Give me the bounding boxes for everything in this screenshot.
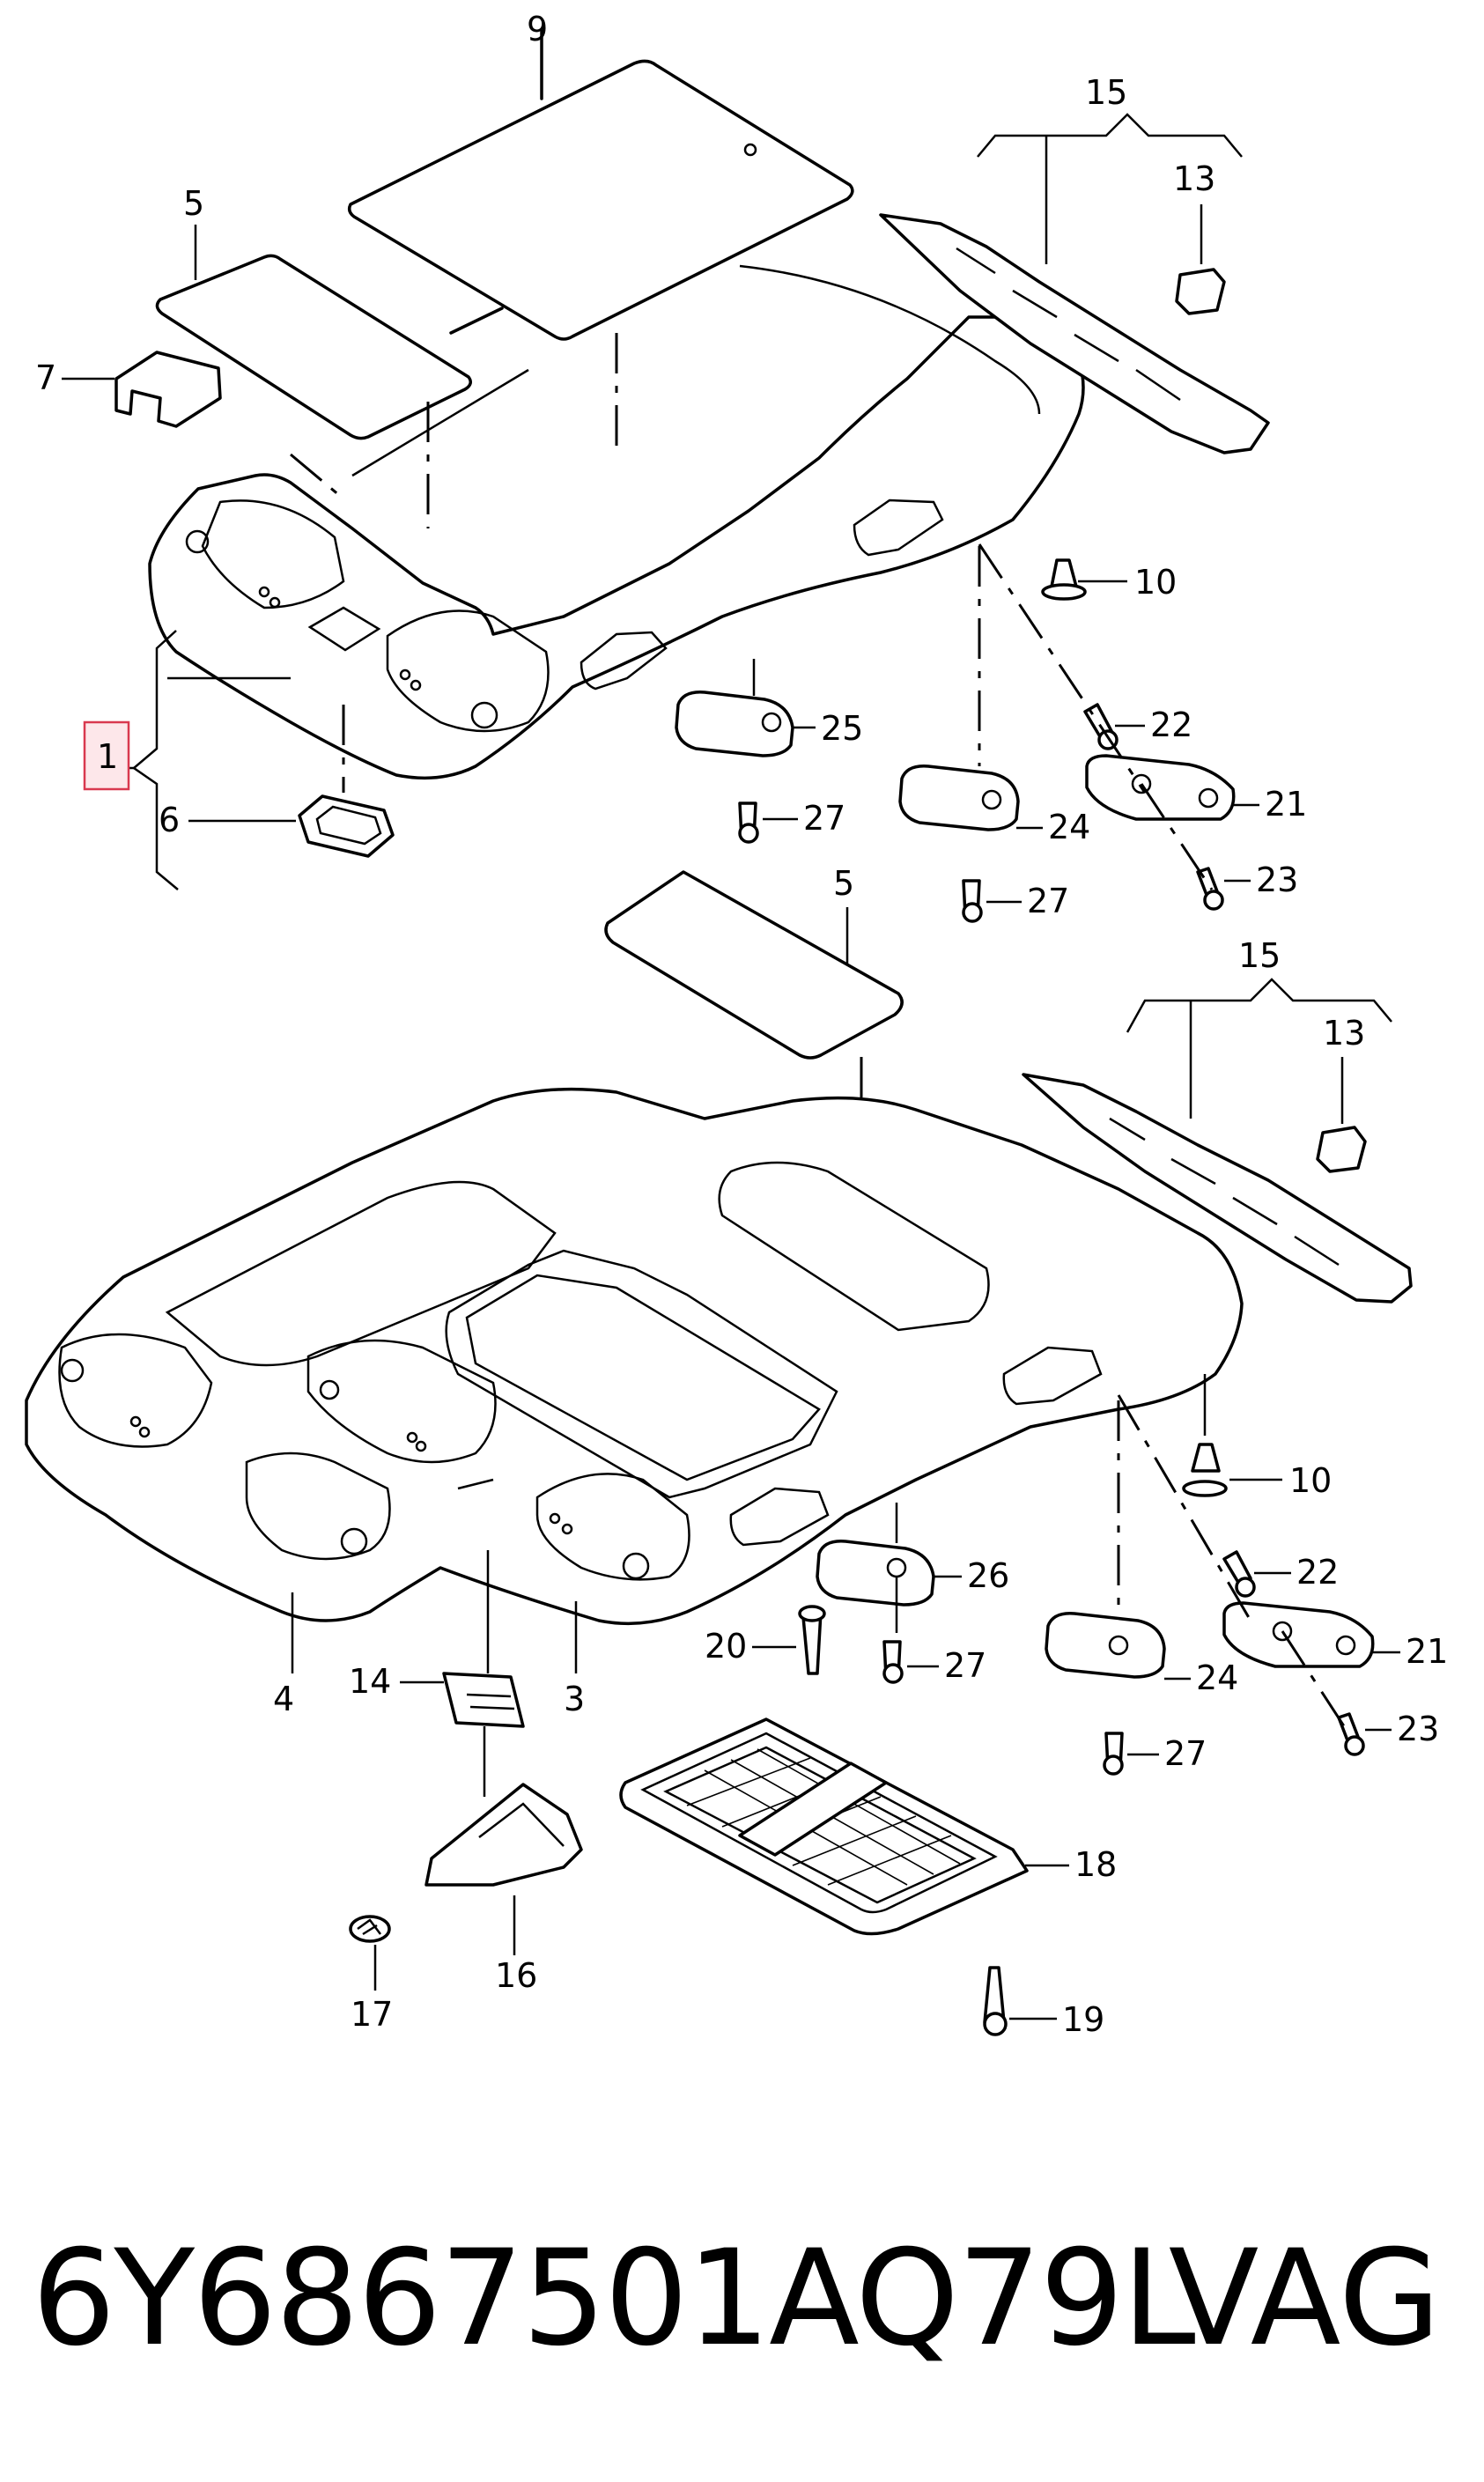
callout-27-c: 27 — [944, 1646, 986, 1685]
part-9-panel — [347, 59, 854, 341]
part-25-grab-handle — [675, 691, 794, 757]
callout-27-d: 27 — [1164, 1734, 1207, 1773]
part-7-bracket — [114, 351, 222, 428]
part-5-pad-lower — [604, 870, 904, 1060]
part-number-footer: 6Y6867501AQ79L VAG — [32, 2220, 1458, 2378]
callout-16: 16 — [495, 1956, 537, 1995]
callout-23-upper: 23 — [1256, 861, 1298, 899]
callout-23-lower: 23 — [1397, 1710, 1439, 1748]
callout-1: 1 — [97, 737, 118, 776]
part-15-rail-lower — [1022, 1073, 1413, 1304]
callout-labels: 1 9 5 7 6 15 13 10 25 22 27 21 24 23 27 … — [35, 10, 1448, 2039]
upper-assembly — [62, 29, 1270, 923]
callout-10-lower: 10 — [1289, 1461, 1332, 1500]
part-18-storage-net — [619, 1717, 1029, 1936]
callout-14: 14 — [349, 1662, 391, 1701]
part-5-pad-upper — [155, 254, 472, 440]
part-10-fastener-upper — [1050, 558, 1078, 588]
callout-18: 18 — [1074, 1845, 1117, 1884]
part-16-cover — [425, 1783, 583, 1887]
callout-27-a: 27 — [803, 799, 845, 838]
callout-7: 7 — [35, 358, 56, 397]
callout-10-upper: 10 — [1134, 563, 1177, 602]
callout-5-lower: 5 — [833, 864, 854, 903]
callout-21-upper: 21 — [1265, 785, 1307, 824]
highlight-box — [83, 720, 130, 791]
part-13-clip-upper — [1175, 268, 1226, 315]
part-21-bracket-upper — [1085, 754, 1236, 821]
part-13-clip-lower — [1316, 1126, 1367, 1173]
part-1-headliner-upper — [148, 315, 1085, 780]
callout-27-b: 27 — [1027, 882, 1069, 920]
callout-3: 3 — [564, 1680, 585, 1718]
part-number: 6Y6867501AQ79L — [32, 2222, 1196, 2375]
callout-20: 20 — [705, 1627, 747, 1666]
brand-label: VAG — [1168, 2222, 1441, 2375]
lower-assembly — [25, 870, 1413, 2036]
callout-13-upper: 13 — [1173, 159, 1215, 198]
callout-17: 17 — [351, 1995, 393, 2034]
callout-6: 6 — [159, 801, 180, 839]
callout-22-lower: 22 — [1296, 1553, 1339, 1592]
callout-24-upper: 24 — [1048, 808, 1090, 846]
callout-15-lower: 15 — [1238, 936, 1281, 975]
callout-5-upper: 5 — [183, 184, 204, 223]
part-1-headliner-lower — [25, 1087, 1244, 1626]
part-14-label — [442, 1672, 525, 1728]
callout-21-lower: 21 — [1406, 1632, 1448, 1671]
part-24-handle-upper — [898, 765, 1020, 831]
callout-19: 19 — [1062, 2000, 1104, 2039]
part-21-bracket-lower — [1222, 1601, 1375, 1668]
part-26-grab-handle — [816, 1540, 935, 1607]
part-17-emblem — [349, 1915, 391, 1943]
callout-26: 26 — [967, 1556, 1009, 1595]
callout-24-lower: 24 — [1196, 1658, 1238, 1697]
callout-13-lower: 13 — [1323, 1014, 1365, 1053]
callout-4: 4 — [273, 1680, 294, 1718]
part-24-handle-lower — [1045, 1612, 1166, 1679]
callout-15-upper: 15 — [1085, 73, 1127, 112]
callout-9: 9 — [527, 10, 548, 48]
callout-22-upper: 22 — [1150, 705, 1192, 744]
part-10-fastener-lower — [1191, 1443, 1221, 1473]
callout-25: 25 — [821, 709, 863, 748]
